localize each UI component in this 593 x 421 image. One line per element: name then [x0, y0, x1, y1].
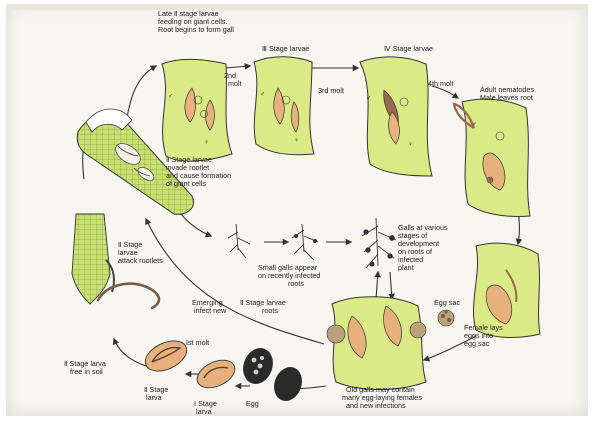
label-galls-various: Galls at various stages of development o… — [398, 223, 450, 272]
label-stage1-larva: Ⅰ Stage larva — [194, 399, 219, 416]
male-symbol-4: ♂ — [472, 121, 477, 128]
label-emerging: Emerging infect new — [192, 298, 227, 315]
label-stage-4: Ⅳ Stage larvae — [384, 44, 433, 53]
leaf-late-stage: ♂ ♀ — [162, 59, 232, 161]
arrow-stage2-to-soil — [114, 339, 146, 366]
root-progression — [228, 218, 396, 268]
early-embryo-egg — [239, 344, 278, 387]
stage1-larva-egg — [193, 355, 239, 394]
arrow-galls-up — [376, 272, 378, 299]
label-old-galls: Old galls may contain many egg-laying fe… — [342, 385, 424, 410]
label-egg-sac: Egg sac — [434, 298, 460, 307]
leaf-adult: ♂ — [454, 99, 530, 216]
nematode-life-cycle-diagram: ♂ ♀ Late Ⅱ stage larvae feeding on giant… — [6, 4, 588, 416]
label-free-soil: Ⅱ Stage larva free in soil — [64, 359, 108, 376]
root-small-galls — [292, 224, 318, 260]
female-symbol: ♀ — [204, 139, 209, 146]
male-symbol-3: ♂ — [366, 95, 371, 102]
leaf-stage-4: ♂ ♀ — [360, 57, 432, 176]
label-stage2-roots: Ⅱ Stage larvae roots — [240, 298, 288, 315]
female-symbol-2: ♀ — [294, 137, 299, 144]
label-late-stage: Late Ⅱ stage larvae feeding on giant cel… — [158, 9, 234, 34]
label-small-galls: Small galls appear on recently infected … — [258, 263, 322, 288]
leaf-stage-3: ♂ ♀ — [254, 57, 314, 155]
root-healthy — [228, 224, 250, 258]
label-molt-3: 3rd molt — [318, 86, 344, 95]
stage2-larva-egg — [141, 335, 192, 377]
textbook-page: ♂ ♀ Late Ⅱ stage larvae feeding on giant… — [6, 4, 588, 416]
root-heavy-galls — [362, 218, 396, 268]
label-stage2-larva: Ⅱ Stage larva — [144, 385, 170, 402]
arrow-root-to-small-galls — [181, 214, 211, 236]
label-adult: Adult nematodes. Male leaves root — [480, 85, 538, 102]
label-first-molt: Ist molt — [186, 338, 209, 347]
label-molt-4: 4th molt — [428, 79, 454, 88]
egg — [270, 364, 306, 405]
male-symbol-2: ♂ — [260, 91, 265, 98]
old-gall-illustration — [327, 297, 426, 390]
free-larva — [98, 284, 159, 308]
label-egg: Egg — [246, 399, 259, 408]
label-invade: Ⅱ Stage larvae invade rootlet and cause … — [166, 155, 233, 188]
arrow-leaf1-to-leaf2 — [224, 66, 250, 68]
female-symbol-3: ♀ — [408, 141, 413, 148]
arrow-root-to-leaf1 — [126, 66, 156, 124]
label-stage-3: Ⅲ Stage larvae — [262, 44, 309, 53]
male-symbol: ♂ — [168, 93, 173, 100]
arrow-galls-down — [390, 272, 392, 299]
label-attack: Ⅱ Stage larvae attack rootlets — [118, 240, 163, 265]
